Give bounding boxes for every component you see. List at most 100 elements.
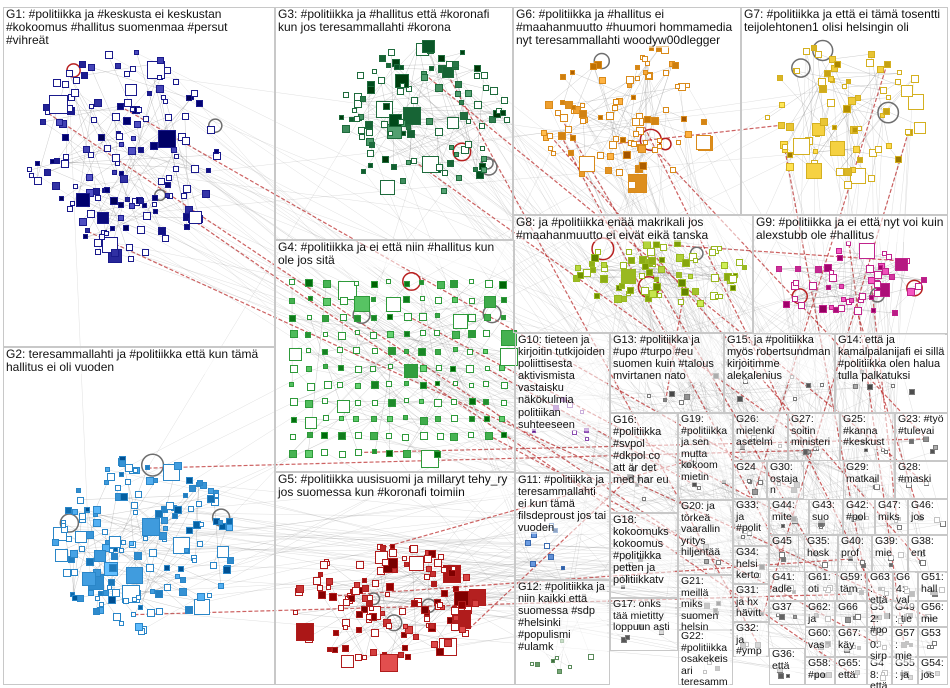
node-avatar <box>355 366 362 373</box>
node-avatar <box>86 174 93 181</box>
node-avatar <box>342 645 349 652</box>
node-avatar <box>159 532 167 540</box>
node-avatar <box>380 180 395 195</box>
node-avatar <box>147 609 155 617</box>
node-avatar <box>290 330 298 338</box>
group-label: G5: #politiikka uusisuomi ja millaryt te… <box>278 473 512 499</box>
node-avatar <box>380 654 398 672</box>
node-avatar <box>434 559 442 567</box>
node-avatar <box>685 131 692 138</box>
node-avatar <box>343 599 350 606</box>
node-avatar <box>616 169 623 176</box>
node-avatar <box>291 417 297 423</box>
node-avatar <box>421 74 428 81</box>
node-avatar <box>544 543 550 549</box>
node-avatar <box>619 283 625 289</box>
node-avatar <box>897 525 902 530</box>
node-avatar <box>853 146 860 153</box>
node-avatar <box>635 76 640 81</box>
node-avatar <box>184 224 190 230</box>
node-avatar <box>663 70 669 76</box>
node-avatar <box>355 330 360 335</box>
node-avatar <box>485 366 490 371</box>
group-label: G60: vas <box>808 628 832 651</box>
group-g1 <box>3 7 275 347</box>
node-avatar <box>402 556 407 561</box>
node-avatar <box>210 562 217 569</box>
node-avatar <box>855 614 861 620</box>
node-avatar <box>339 451 346 458</box>
node-avatar <box>400 178 406 184</box>
node-avatar <box>485 432 493 440</box>
node-avatar <box>99 602 104 607</box>
node-avatar <box>429 623 435 629</box>
node-avatar <box>909 389 915 395</box>
node-avatar <box>89 104 94 109</box>
node-avatar <box>597 152 604 159</box>
node-avatar <box>218 520 223 525</box>
node-avatar <box>730 285 736 291</box>
node-avatar <box>930 645 934 649</box>
node-avatar <box>372 449 377 454</box>
node-avatar <box>172 513 178 519</box>
node-avatar <box>390 544 395 549</box>
node-avatar <box>786 674 790 678</box>
node-avatar <box>737 396 743 402</box>
node-avatar <box>859 293 866 300</box>
node-avatar <box>560 114 568 122</box>
node-avatar <box>398 652 404 658</box>
node-avatar <box>411 97 418 104</box>
node-avatar <box>130 107 135 112</box>
node-avatar <box>296 585 304 593</box>
node-avatar <box>386 583 394 591</box>
node-avatar <box>501 400 507 406</box>
group-label: G15: ja #politiikka myös robertsundman k… <box>727 334 832 382</box>
node-avatar <box>447 160 454 167</box>
node-avatar <box>778 673 784 679</box>
node-avatar <box>98 134 105 141</box>
node-avatar <box>547 133 553 139</box>
node-avatar <box>323 298 331 306</box>
node-avatar <box>70 201 75 206</box>
node-avatar <box>417 602 422 607</box>
node-avatar <box>361 169 366 174</box>
node-avatar <box>343 625 348 630</box>
node-avatar <box>420 365 427 372</box>
node-avatar <box>453 381 458 386</box>
node-avatar <box>844 168 852 176</box>
node-avatar <box>354 281 359 286</box>
node-avatar <box>430 571 436 577</box>
node-avatar <box>289 315 296 322</box>
node-avatar <box>642 497 646 501</box>
node-avatar <box>468 314 476 322</box>
node-avatar <box>165 193 170 198</box>
node-avatar <box>341 655 354 668</box>
node-avatar <box>886 95 891 100</box>
node-avatar <box>580 118 586 124</box>
node-avatar <box>184 548 189 553</box>
node-avatar <box>382 559 389 566</box>
node-avatar <box>413 634 419 640</box>
node-avatar <box>134 552 142 560</box>
node-avatar <box>67 206 73 212</box>
node-avatar <box>402 434 409 441</box>
node-avatar <box>115 63 121 69</box>
node-avatar <box>164 67 171 74</box>
node-avatar <box>920 560 926 566</box>
node-avatar <box>386 279 391 284</box>
node-avatar <box>404 381 409 386</box>
node-avatar <box>465 90 472 97</box>
node-avatar <box>632 118 640 126</box>
node-avatar <box>164 584 171 591</box>
node-avatar <box>161 95 166 100</box>
node-avatar <box>832 125 837 130</box>
group-label: G51: hall <box>921 572 945 595</box>
node-avatar <box>641 287 649 295</box>
node-avatar <box>386 63 391 68</box>
node-avatar <box>358 127 365 134</box>
node-avatar <box>44 169 51 176</box>
node-avatar <box>809 282 817 290</box>
node-avatar <box>369 142 375 148</box>
node-avatar <box>321 432 328 439</box>
node-avatar <box>469 416 475 422</box>
